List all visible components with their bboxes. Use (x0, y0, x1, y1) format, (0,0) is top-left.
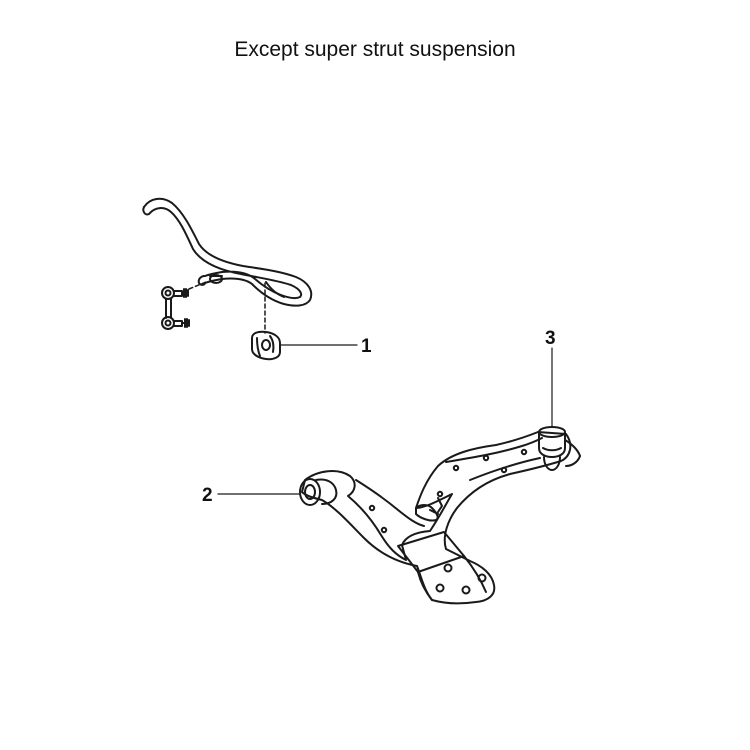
stabilizer-link (161, 281, 207, 330)
callout-1-label: 1 (361, 336, 372, 357)
diagram-title: Except super strut suspension (234, 38, 516, 61)
callout-2-label: 2 (202, 485, 213, 506)
stabilizer-bar (142, 197, 313, 307)
lower-control-arm (299, 431, 572, 605)
stabilizer-bushing (251, 330, 281, 361)
callout-3-label: 3 (545, 328, 556, 349)
lower-ball-joint (538, 426, 581, 471)
